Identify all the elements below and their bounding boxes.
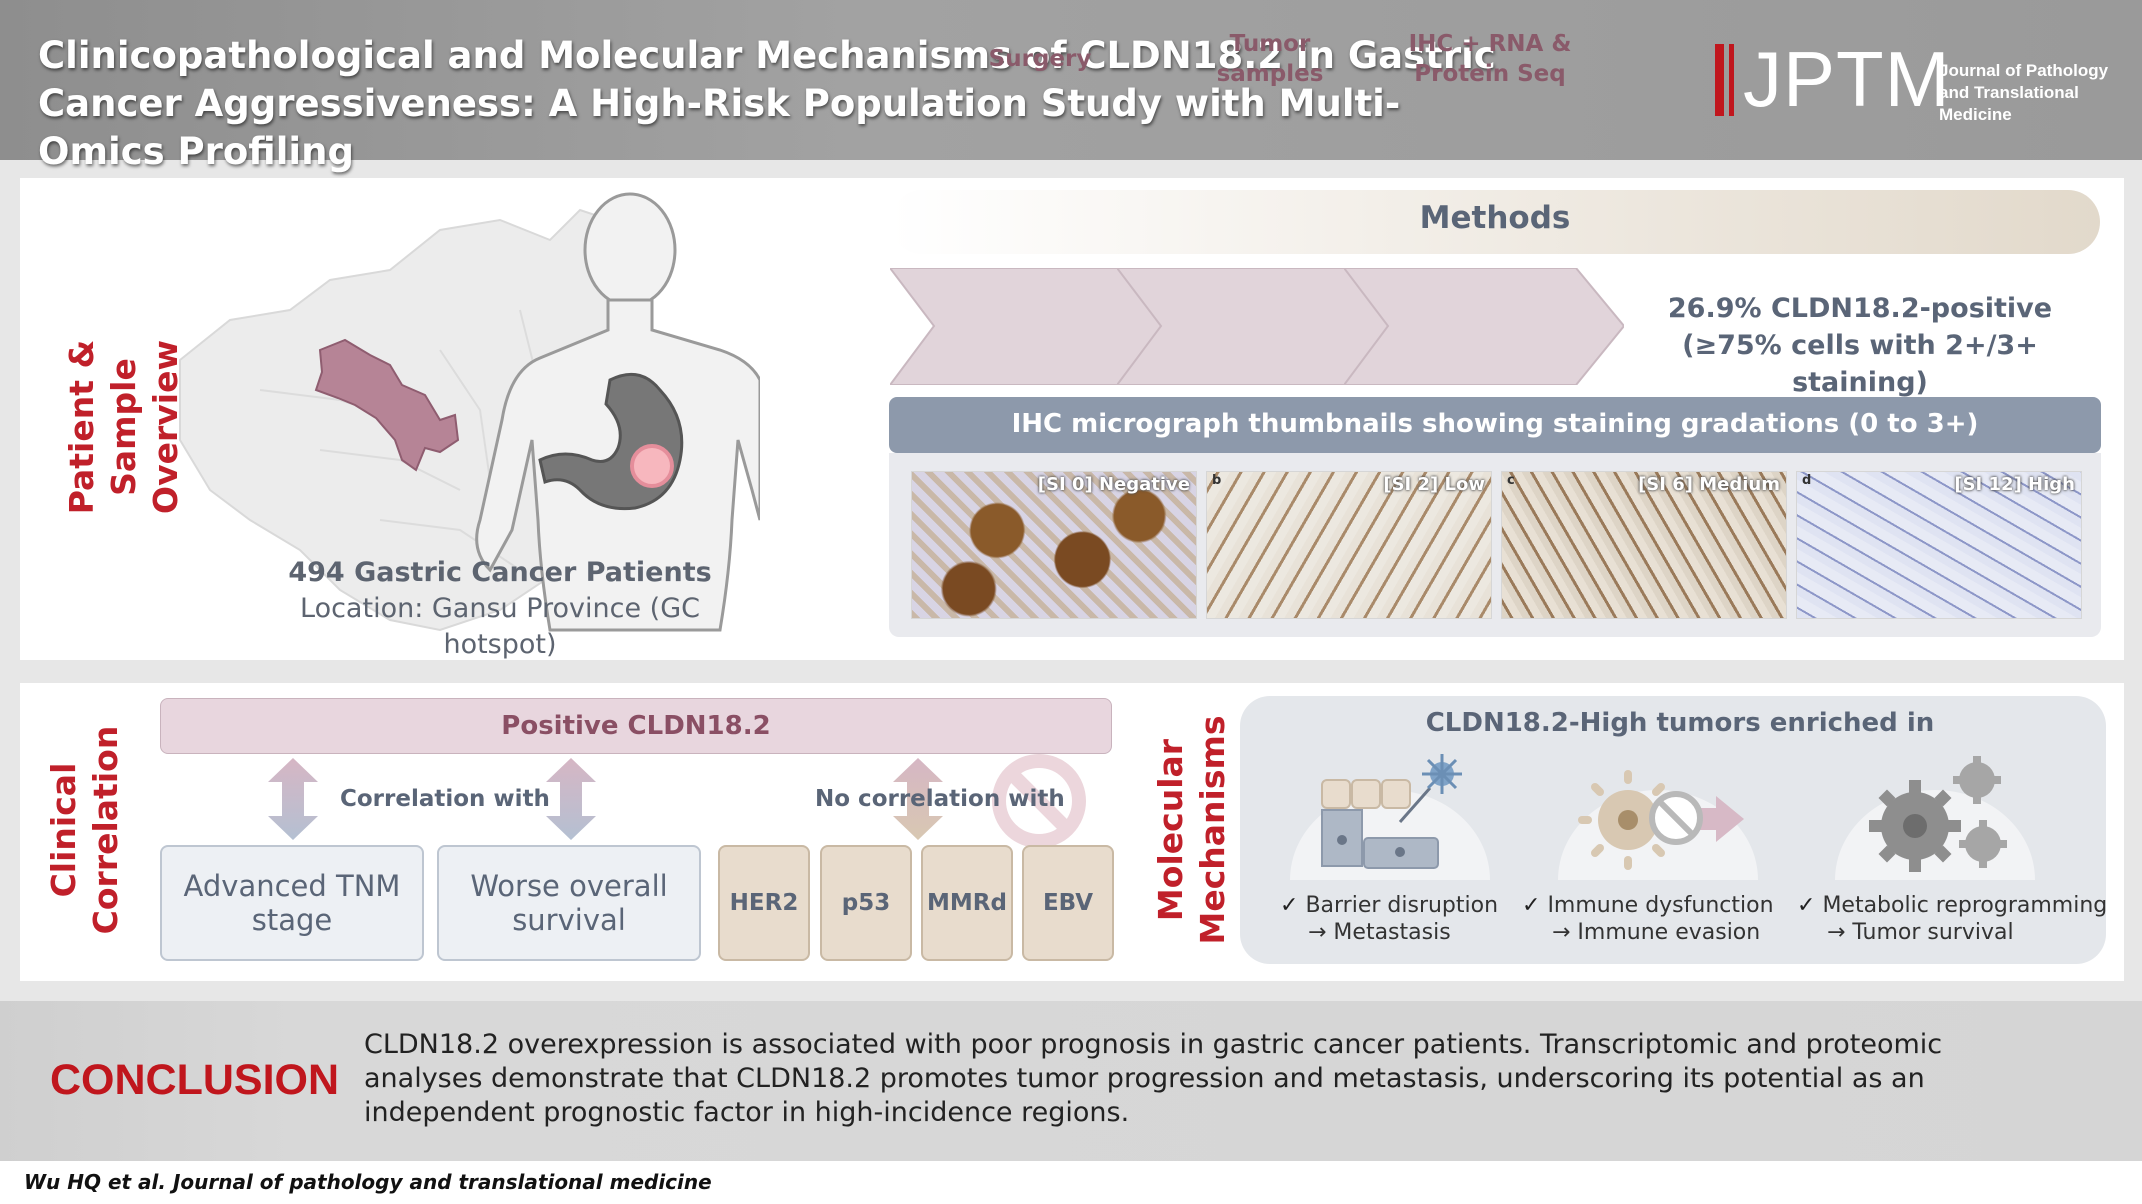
outcome-overall-survival: Worse overall survival xyxy=(437,845,701,961)
positive-cldn-header: Positive CLDN18.2 xyxy=(160,698,1112,754)
ihc-label-medium: [SI 6] Medium xyxy=(1638,474,1780,495)
positive-rate-line2: (≥75% cells with 2+/3+ staining) xyxy=(1682,330,2038,398)
step-chevron-surgery xyxy=(890,268,1170,385)
step-label-surgery: Surgery xyxy=(988,45,1092,72)
double-arrow-icon xyxy=(268,758,318,840)
citation: Wu HQ et al. Journal of pathology and tr… xyxy=(24,1170,712,1194)
gears-icon xyxy=(1835,756,2035,880)
mechanism-metabolic: ✓ Metabolic reprogramming → Tumor surviv… xyxy=(1797,893,2108,945)
mechanism-barrier: ✓ Barrier disruption → Metastasis xyxy=(1280,893,1499,945)
conclusion-text: CLDN18.2 overexpression is associated wi… xyxy=(364,1029,1943,1128)
methods-header: Methods xyxy=(890,190,2100,254)
ihc-thumbnail-negative: [SI 0] Negative xyxy=(911,471,1197,619)
tumor-icon xyxy=(630,444,674,488)
gansu-province-highlight xyxy=(314,338,460,472)
positive-rate-line1: 26.9% CLDN18.2-positive xyxy=(1667,293,2053,324)
positive-cldn-title: Positive CLDN18.2 xyxy=(501,711,771,741)
cell-barrier-icon xyxy=(1290,754,1490,880)
ihc-thumbnail-strip: [SI 0] Negative b [SI 2] Low c [SI 6] Me… xyxy=(889,453,2101,637)
journal-logo: JPTM Journal of Pathology and Translatio… xyxy=(1715,35,2125,124)
journal-name: Journal of Pathology and Translational M… xyxy=(1939,61,2109,124)
patient-location: Location: Gansu Province (GC hotspot) xyxy=(300,593,700,660)
prohibited-icon xyxy=(992,754,1086,848)
clinical-section-label: Clinical Correlation xyxy=(44,725,125,935)
ihc-thumbnail-high: d [SI 12] High xyxy=(1796,471,2082,619)
step-label-ihc-seq: IHC + RNA & Protein Seq xyxy=(1408,30,1572,87)
page-title: Clinicopathological and Molecular Mechan… xyxy=(38,34,1496,173)
footer xyxy=(0,1161,2142,1204)
step-label-tumor-samples: Tumor samples xyxy=(1216,30,1324,87)
marker-p53: p53 xyxy=(820,845,912,961)
mechanism-immune: ✓ Immune dysfunction → Immune evasion xyxy=(1522,893,1774,945)
marker-her2: HER2 xyxy=(718,845,810,961)
positive-rate: 26.9% CLDN18.2-positive (≥75% cells with… xyxy=(1630,290,2090,401)
molecular-title: CLDN18.2-High tumors enriched in xyxy=(1425,708,1935,738)
molecular-section-label: Molecular Mechanisms xyxy=(1151,715,1232,945)
ihc-title: IHC micrograph thumbnails showing staini… xyxy=(1011,409,1979,439)
ihc-header: IHC micrograph thumbnails showing staini… xyxy=(889,397,2101,453)
overview-section-label: Patient & Sample Overview xyxy=(62,339,185,515)
double-arrow-icon xyxy=(893,758,943,840)
outcome-tnm-stage: Advanced TNM stage xyxy=(160,845,424,961)
china-map-with-body-figure xyxy=(179,192,760,632)
ihc-label-negative: [SI 0] Negative xyxy=(1037,474,1190,495)
marker-ebv: EBV xyxy=(1022,845,1114,961)
no-correlation-label: No correlation with xyxy=(815,786,1065,812)
logo-text: JPTM xyxy=(1743,35,1951,123)
header-banner: Clinicopathological and Molecular Mechan… xyxy=(0,0,2142,173)
conclusion-banner xyxy=(0,1001,2142,1161)
ihc-label-low: [SI 2] Low xyxy=(1383,474,1485,495)
double-arrow-icon xyxy=(546,758,596,840)
marker-mmrd: MMRd xyxy=(921,845,1013,961)
ihc-label-high: [SI 12] High xyxy=(1954,474,2075,495)
ihc-thumbnail-low: b [SI 2] Low xyxy=(1206,471,1492,619)
patient-count: 494 Gastric Cancer Patients xyxy=(288,557,712,588)
immune-cell-blocked-icon xyxy=(1558,770,1758,880)
human-body-figure xyxy=(475,192,760,632)
correlation-label: Correlation with xyxy=(340,786,550,812)
patient-summary: 494 Gastric Cancer Patients Location: Ga… xyxy=(240,555,760,663)
step-chevron-tumor-samples xyxy=(1117,268,1397,385)
methods-title: Methods xyxy=(1419,200,1571,236)
conclusion-title: CONCLUSION xyxy=(50,1056,340,1104)
ihc-thumbnail-medium: c [SI 6] Medium xyxy=(1501,471,1787,619)
step-chevron-ihc-seq xyxy=(1344,268,1624,385)
